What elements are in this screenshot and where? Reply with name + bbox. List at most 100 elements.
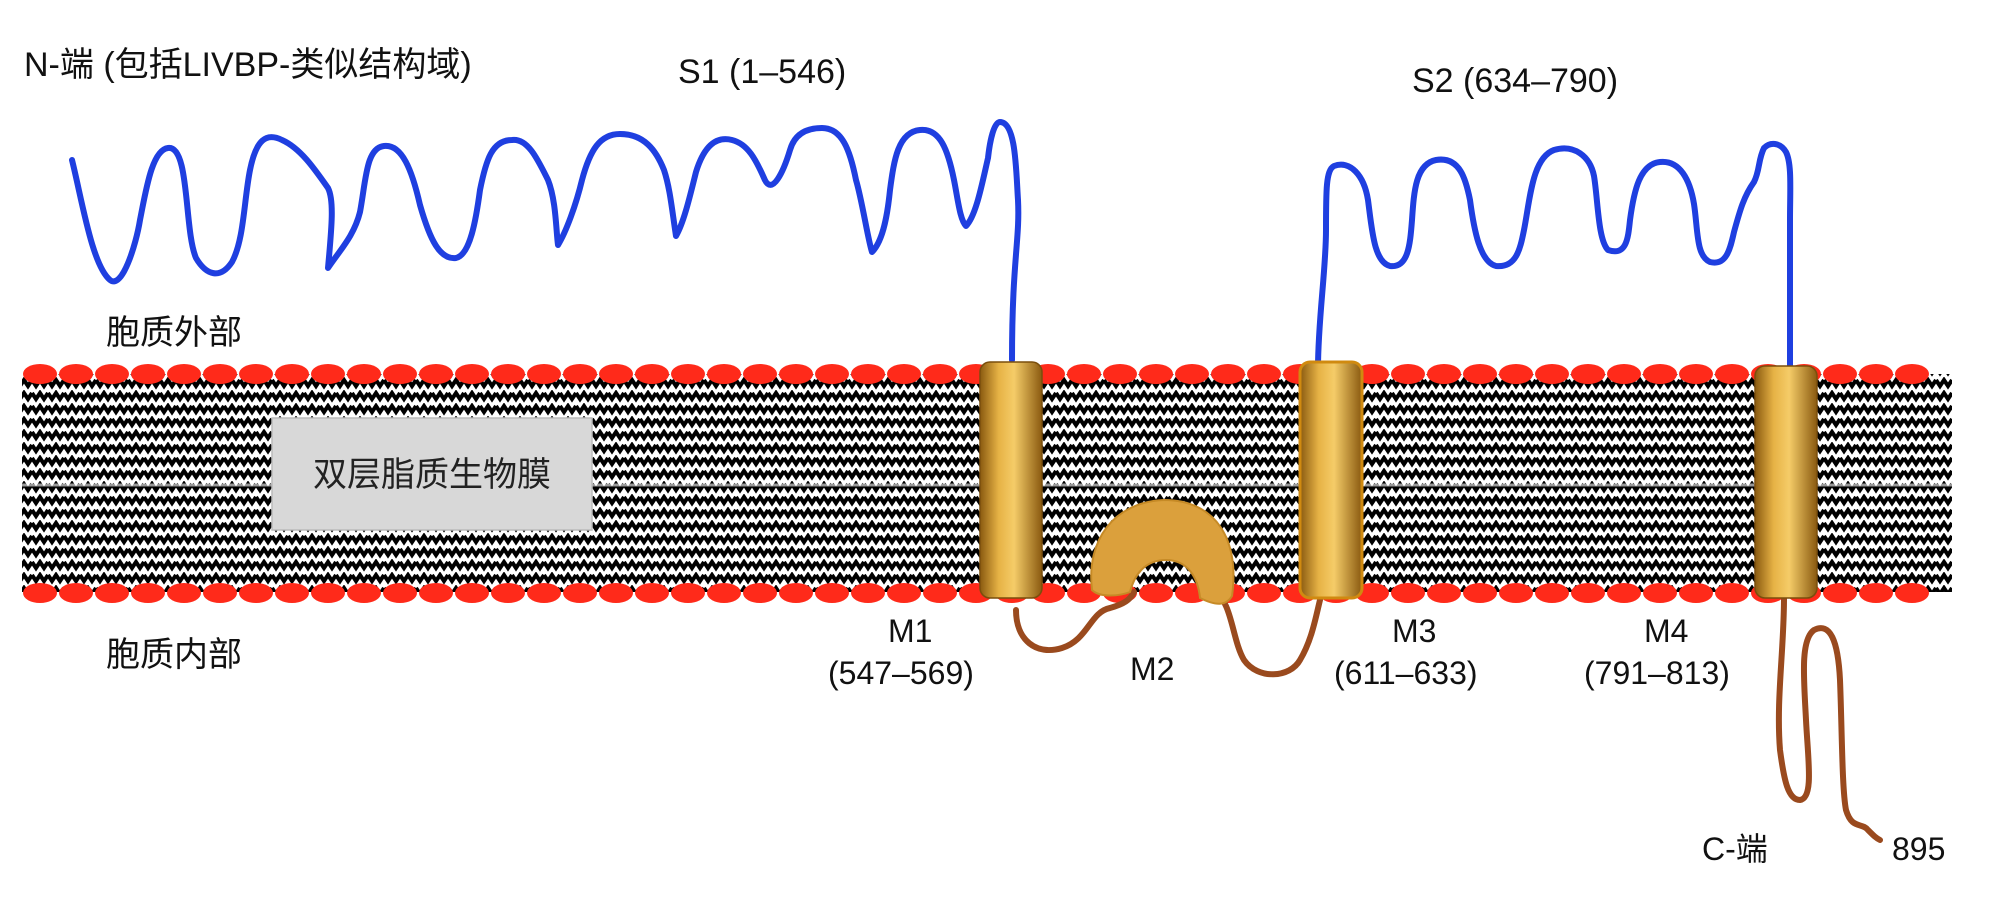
outer-lipid-head [1607,364,1641,384]
inner-lipid-head [1391,583,1425,603]
outer-lipid-head [1175,364,1209,384]
outer-lipid-head [1895,364,1929,384]
outer-lipid-head [311,364,345,384]
bilayer-label: 双层脂质生物膜 [313,455,551,495]
s2-extracellular-chain [1315,140,1794,371]
outer-lipid-head [1535,364,1569,384]
s2-label: S2 (634–790) [1412,62,1618,100]
outer-lipid-head [491,364,525,384]
inner-lipid-head [1535,583,1569,603]
m2-name-label: M2 [1130,651,1174,687]
outer-lipid-head [347,364,381,384]
outer-lipid-head [1211,364,1245,384]
outer-lipid-head [203,364,237,384]
outer-lipid-head [167,364,201,384]
outer-lipid-head [131,364,165,384]
inner-lipid-head [1643,583,1677,603]
extracellular-label: 胞质外部 [106,314,242,352]
outer-lipid-head [1823,364,1857,384]
inner-lipid-head [239,583,273,603]
m2-reentrant-loop [1090,498,1235,605]
bilayer-label-box: 双层脂质生物膜 [271,417,593,531]
inner-lipid-head [779,583,813,603]
outer-lipid-head [1247,364,1281,384]
inner-lipid-head [635,583,669,603]
inner-lipid-head [167,583,201,603]
m1-name-label: M1 [888,613,932,649]
inner-lipid-head [203,583,237,603]
inner-lipid-head [887,583,921,603]
outer-lipid-head [563,364,597,384]
outer-lipid-head [851,364,885,384]
m3-name-label: M3 [1392,613,1436,649]
m1-m2-intracellular-loop [1013,589,1137,653]
outer-lipid-head [707,364,741,384]
m3-helix [1298,360,1364,600]
n-terminus-label: N-端 (包括LIVBP-类似结构域) [24,46,472,84]
inner-lipid-head [563,583,597,603]
inner-lipid-head [23,583,57,603]
inner-lipid-head [1895,583,1929,603]
inner-lipid-head [131,583,165,603]
inner-lipid-head [1715,583,1749,603]
inner-lipid-head [1571,583,1605,603]
outer-lipid-head [1139,364,1173,384]
outer-lipid-head [275,364,309,384]
inner-lipid-head [1679,583,1713,603]
outer-lipid-head [815,364,849,384]
outer-lipid-head [1463,364,1497,384]
inner-lipid-head [1499,583,1533,603]
inner-lipid-head [95,583,129,603]
inner-lipid-head [491,583,525,603]
outer-lipid-head [599,364,633,384]
outer-lipid-head [779,364,813,384]
inner-lipid-head [347,583,381,603]
outer-lipid-head [1679,364,1713,384]
outer-lipid-head [239,364,273,384]
inner-lipid-head [851,583,885,603]
m4-helix [1754,365,1818,599]
outer-lipid-head [1391,364,1425,384]
m3-range-label: (611–633) [1334,655,1478,691]
inner-lipid-head [1607,583,1641,603]
inner-lipid-head [815,583,849,603]
outer-lipid-head [23,364,57,384]
c-terminal-tail [1775,595,1883,843]
outer-lipid-head [1571,364,1605,384]
m1-range-label: (547–569) [828,655,974,691]
inner-lipid-head [419,583,453,603]
c-terminus-label: C-端 [1702,831,1768,867]
inner-lipid-head [311,583,345,603]
outer-lipid-head [95,364,129,384]
outer-lipid-head [671,364,705,384]
intracellular-label: 胞质内部 [106,636,242,674]
outer-lipid-head [743,364,777,384]
inner-lipid-head [1247,583,1281,603]
m4-name-label: M4 [1644,613,1688,649]
inner-lipid-head [1463,583,1497,603]
outer-lipid-heads [23,364,1929,384]
outer-lipid-head [383,364,417,384]
outer-lipid-head [1859,364,1893,384]
outer-lipid-head [527,364,561,384]
outer-lipid-head [1067,364,1101,384]
m1-helix [979,361,1043,599]
inner-lipid-head [1427,583,1461,603]
outer-lipid-head [1715,364,1749,384]
outer-lipid-head [1103,364,1137,384]
inner-lipid-head [707,583,741,603]
inner-lipid-head [275,583,309,603]
outer-lipid-head [1499,364,1533,384]
inner-lipid-head [923,583,957,603]
outer-lipid-head [887,364,921,384]
s1-label: S1 (1–546) [678,53,846,91]
outer-lipid-head [419,364,453,384]
outer-lipid-head [1427,364,1461,384]
inner-lipid-head [743,583,777,603]
inner-lipid-head [1823,583,1857,603]
inner-lipid-head [527,583,561,603]
inner-lipid-head [599,583,633,603]
outer-lipid-head [455,364,489,384]
outer-lipid-head [635,364,669,384]
